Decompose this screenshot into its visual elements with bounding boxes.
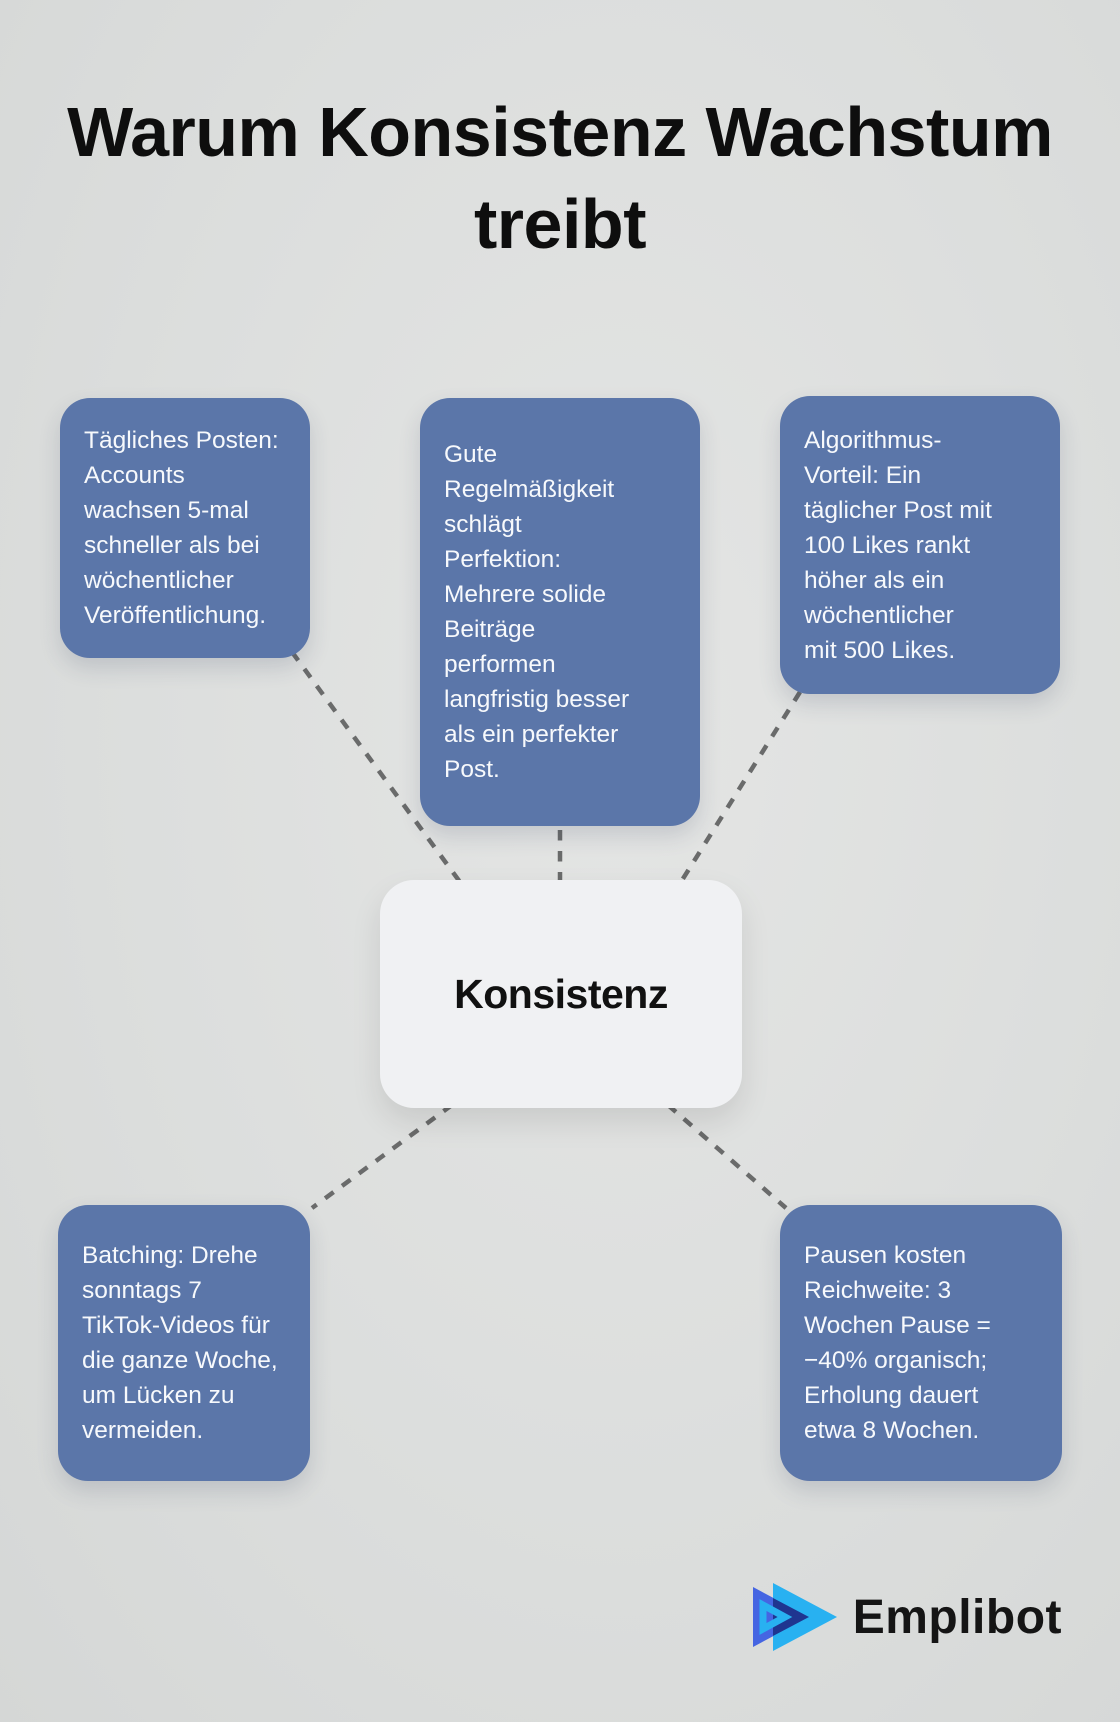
center-node-label: Konsistenz (454, 970, 668, 1017)
connector-bottom-right (666, 1103, 788, 1210)
info-card-pausen: Pausen kosten Reichweite: 3 Wochen Pause… (780, 1205, 1062, 1481)
connector-bottom-left (310, 1103, 454, 1210)
info-card-text: Gute Regelmäßigkeit schlägt Perfektion: … (444, 441, 630, 783)
info-card-text: Tägliches Posten: Accounts wachsen 5-mal… (84, 427, 279, 629)
emplibot-logo: Emplibot (752, 1582, 1062, 1652)
info-card-text: Batching: Drehe sonntags 7 TikTok-Videos… (82, 1242, 278, 1444)
info-card-algorithmus-vorteil: Algorithmus- Vorteil: Ein täglicher Post… (780, 396, 1060, 694)
info-card-taegliches-posten: Tägliches Posten: Accounts wachsen 5-mal… (60, 398, 310, 658)
info-card-text: Algorithmus- Vorteil: Ein täglicher Post… (804, 426, 992, 664)
info-card-text: Pausen kosten Reichweite: 3 Wochen Pause… (804, 1242, 991, 1444)
page-title: Warum Konsistenz Wachstum treibt (67, 93, 1053, 263)
emplibot-logo-text: Emplibot (852, 1590, 1062, 1644)
emplibot-play-icon (752, 1583, 837, 1651)
info-card-regelmaessigkeit: Gute Regelmäßigkeit schlägt Perfektion: … (420, 398, 700, 826)
info-card-batching: Batching: Drehe sonntags 7 TikTok-Videos… (58, 1205, 310, 1481)
center-node: Konsistenz (380, 880, 742, 1108)
